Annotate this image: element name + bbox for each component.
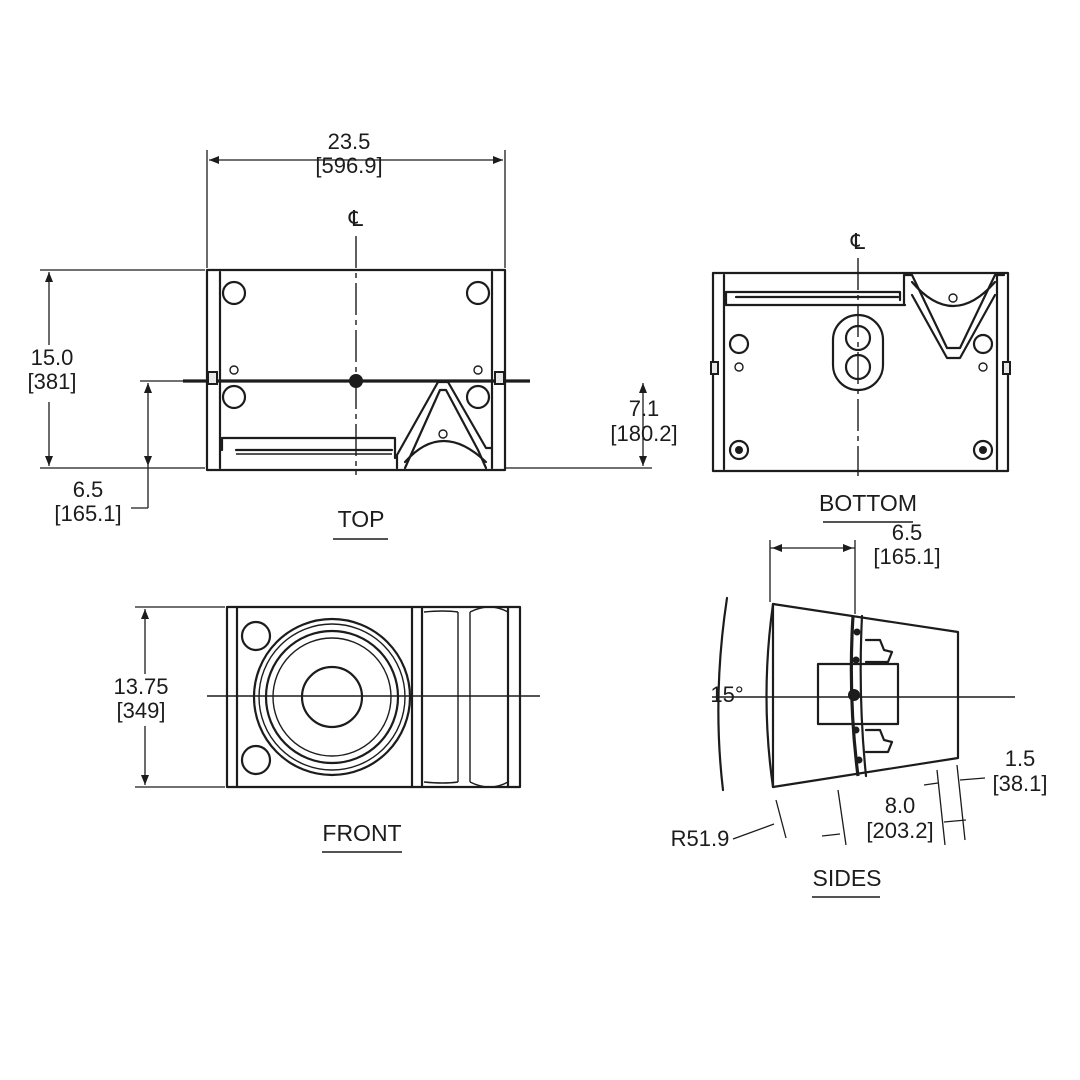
dim-width-in: 23.5 (328, 129, 371, 154)
dim-side-angle: 15° (710, 682, 743, 707)
top-hole-bl (221, 384, 247, 410)
dim-front-height: 13.75 [349] (113, 606, 225, 788)
dim-width: 23.5 [596.9] (206, 129, 506, 268)
dim-side-mid-in: 8.0 (885, 793, 916, 818)
top-hole-tr (465, 280, 491, 306)
dim-side-small-mm: [38.1] (992, 771, 1047, 796)
bottom-body-outline (711, 271, 1010, 473)
front-woofer (252, 617, 412, 777)
dim-height-mm: [381] (28, 369, 77, 394)
top-body-outline (205, 268, 507, 472)
sides-view-title: SIDES (812, 865, 881, 891)
front-view: FRONT (207, 605, 540, 853)
bottom-view-title: BOTTOM (819, 490, 917, 516)
top-hole-br (465, 384, 491, 410)
sides-view: 6.5 [165.1] 15° 1.5 [38.1] 8.0 [203.2] R… (671, 520, 1048, 898)
front-body-outline (225, 605, 522, 789)
dim-front-height-mm: [349] (117, 698, 166, 723)
top-centerline-symbol: ℄ (348, 206, 364, 231)
dim-top-lower-in: 6.5 (73, 477, 104, 502)
top-hole-tl (221, 280, 247, 306)
front-view-title: FRONT (322, 820, 401, 846)
dim-top-lower-mm: [165.1] (54, 501, 121, 526)
top-view-title: TOP (338, 506, 385, 532)
dim-top-right-mm: [180.2] (610, 421, 677, 446)
dim-width-mm: [596.9] (315, 153, 382, 178)
dim-side-depth-in: 6.5 (892, 520, 923, 545)
sides-body-outline (771, 602, 960, 789)
dim-side-small-in: 1.5 (1005, 746, 1036, 771)
dim-front-height-in: 13.75 (113, 674, 168, 699)
dim-radius: R51.9 (671, 826, 730, 851)
bottom-view: ℄ BOTTOM (710, 229, 1011, 523)
dim-height-in: 15.0 (31, 345, 74, 370)
dim-top-right: 7.1 [180.2] (505, 383, 678, 469)
dim-top-right-in: 7.1 (629, 396, 660, 421)
dim-side-depth-mm: [165.1] (873, 544, 940, 569)
top-view: ℄ TOP (183, 206, 530, 540)
dim-height: 15.0 [381] (28, 269, 205, 469)
dim-side-mid-mm: [203.2] (866, 818, 933, 843)
dim-top-lower: 6.5 [165.1] (54, 380, 183, 526)
bottom-centerline-symbol: ℄ (850, 229, 866, 254)
